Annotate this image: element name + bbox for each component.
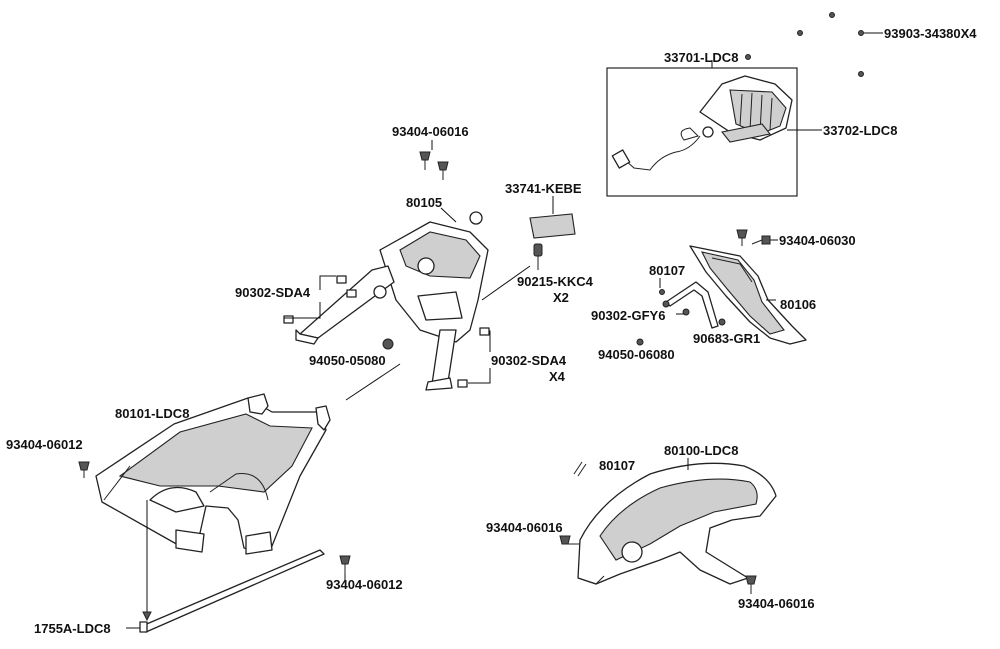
- license-light-lens: [529, 196, 576, 239]
- arrow-to-bracket: [481, 265, 531, 301]
- arrow-to-mudguard: [345, 363, 401, 401]
- label-93404-06016-mid: 93404-06016: [486, 520, 563, 535]
- label-33702-ldc8: 33702-LDC8: [823, 123, 898, 138]
- label-93903-34380: 93903-34380X4: [884, 26, 977, 41]
- rear-bracket-80105: [295, 221, 489, 391]
- tail-light-assembly-box: [606, 67, 798, 197]
- screw-93404-06016-mid: [559, 535, 580, 545]
- label-93404-06012-left: 93404-06012: [6, 437, 83, 452]
- nut-80105: [440, 207, 483, 225]
- label-33741-kebe: 33741-KEBE: [505, 181, 582, 196]
- screw-93404-06016-top: [419, 140, 449, 180]
- screw-93404-06012-bottom: [339, 555, 351, 580]
- label-1755a-ldc8: 1755A-LDC8: [34, 621, 111, 636]
- label-80100-ldc8: 80100-LDC8: [664, 443, 739, 458]
- label-93404-06012-bottom: 93404-06012: [326, 577, 403, 592]
- label-80107-top: 80107: [649, 263, 686, 278]
- mudguard-80101: [95, 393, 331, 555]
- label-90302-gfy6: 90302-GFY6: [591, 308, 666, 323]
- screw-90215: [533, 243, 543, 270]
- clip-90302-sda4-left: [283, 275, 357, 324]
- side-cover-80106: [689, 245, 807, 345]
- label-80106: 80106: [780, 297, 817, 312]
- label-90215-qty: X2: [553, 290, 569, 305]
- label-90302-sda4-right: 90302-SDA4: [491, 353, 567, 368]
- label-90302-sda4-right-qty: X4: [549, 369, 565, 384]
- label-90302-sda4-left: 90302-SDA4: [235, 285, 311, 300]
- screw-group-93903: [745, 12, 864, 77]
- label-94050-06080: 94050-06080: [598, 347, 675, 362]
- label-33701-ldc8: 33701-LDC8: [664, 50, 739, 65]
- rear-fender-80100: [577, 462, 777, 585]
- label-93404-06016-top: 93404-06016: [392, 124, 469, 139]
- clip-90302-sda4-right: [457, 327, 491, 388]
- label-93404-06016-bottom: 93404-06016: [738, 596, 815, 611]
- label-90215-kkc4: 90215-KKC4: [517, 274, 593, 289]
- label-80107-mid: 80107: [599, 458, 636, 473]
- bracket-80107-top: [659, 278, 719, 329]
- label-90683-gr1: 90683-GR1: [693, 331, 761, 346]
- label-93404-06030: 93404-06030: [779, 233, 856, 248]
- screws-90302-gfy6: [662, 300, 690, 316]
- label-80101-ldc8: 80101-LDC8: [115, 406, 190, 421]
- screw-93404-06012-left: [78, 461, 90, 478]
- screw-93404-06030: [736, 229, 778, 246]
- screw-93404-06016-bottom: [745, 575, 757, 594]
- tail-light-housing: [611, 75, 793, 171]
- nut-94050-06080: [636, 338, 644, 346]
- label-80105: 80105: [406, 195, 443, 210]
- label-94050-05080: 94050-05080: [309, 353, 386, 368]
- strip-80107-mid: [573, 461, 587, 477]
- nut-94050-05080: [382, 338, 394, 350]
- strap-1755a: [126, 500, 325, 633]
- screw-90683-gr1: [718, 318, 726, 326]
